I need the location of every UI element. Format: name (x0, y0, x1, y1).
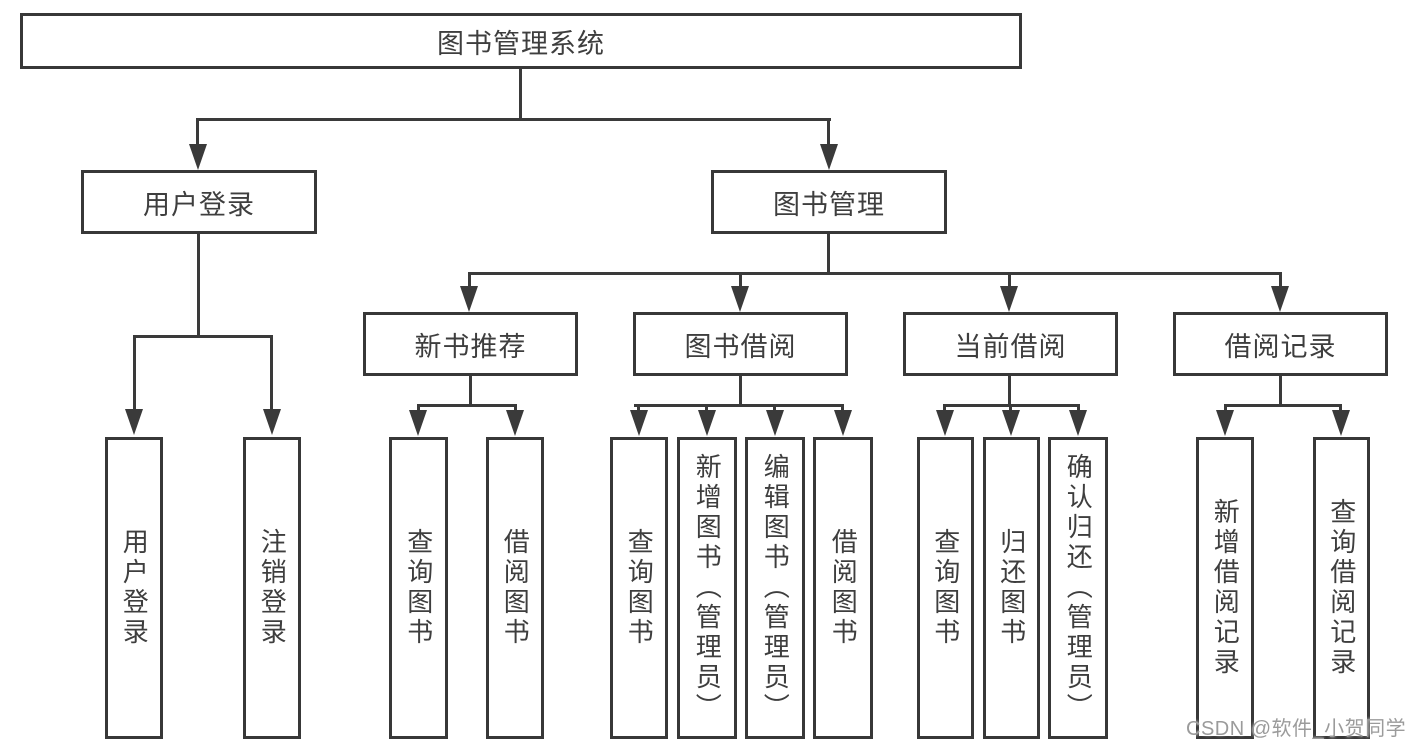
connector-borrow-stem (739, 376, 742, 407)
connector-newbook-drop-1 (417, 404, 420, 412)
arrow-down-icon (409, 410, 427, 436)
arrow-down-icon (506, 410, 524, 436)
arrow-down-icon (460, 286, 478, 312)
leaf-confirm-return-admin: 确认归还（管理员） (1048, 437, 1108, 739)
arrow-down-icon (263, 409, 281, 435)
connector-bookmgmt-drop-4 (1279, 272, 1282, 290)
connector-newbook-drop-2 (514, 404, 517, 412)
node-borrow-record: 借阅记录 (1173, 312, 1388, 376)
connector-bookmgmt-drop-3 (1008, 272, 1011, 290)
connector-userlogin-drop-right (270, 335, 273, 411)
connector-current-stem (1008, 376, 1011, 407)
node-label: 借阅记录 (1224, 331, 1337, 362)
leaf-add-book-admin: 新增图书（管理员） (677, 437, 737, 739)
leaf-borrow-book-borrow: 借阅图书 (813, 437, 873, 739)
leaf-query-book-newrec: 查询图书 (389, 437, 448, 739)
node-label: 新增借阅记录 (1210, 498, 1241, 678)
arrow-down-icon (1069, 410, 1087, 436)
node-label: 用户登录 (119, 528, 150, 648)
node-label: 查询图书 (403, 528, 434, 648)
node-label: 查询图书 (930, 528, 961, 648)
arrow-down-icon (820, 144, 838, 170)
node-label: 借阅图书 (828, 528, 859, 648)
node-label: 借阅图书 (500, 528, 531, 648)
connector-record-drop-1 (1224, 404, 1227, 412)
leaf-return-book: 归还图书 (983, 437, 1040, 739)
node-root: 图书管理系统 (20, 13, 1022, 69)
connector-newbook-rail (417, 404, 517, 407)
node-label: 确认归还（管理员） (1063, 453, 1094, 723)
node-label: 注销登录 (257, 528, 288, 648)
node-label: 图书借阅 (684, 331, 797, 362)
connector-userlogin-stem (197, 234, 200, 337)
connector-borrow-drop-1 (637, 404, 640, 412)
node-book-borrow: 图书借阅 (633, 312, 848, 376)
leaf-user-login: 用户登录 (105, 437, 163, 739)
connector-bookmgmt-drop-1 (468, 272, 471, 290)
connector-root-drop-right (827, 118, 830, 148)
arrow-down-icon (1000, 286, 1018, 312)
arrow-down-icon (1216, 410, 1234, 436)
leaf-borrow-book-newrec: 借阅图书 (486, 437, 544, 739)
node-label: 查询借阅记录 (1326, 498, 1357, 678)
node-book-management: 图书管理 (711, 170, 947, 234)
connector-current-drop-3 (1077, 404, 1080, 412)
arrow-down-icon (125, 409, 143, 435)
node-label: 新书推荐 (414, 331, 527, 362)
connector-record-stem (1279, 376, 1282, 407)
leaf-query-book-current: 查询图书 (917, 437, 974, 739)
connector-root-stem (519, 69, 522, 120)
node-user-login: 用户登录 (81, 170, 317, 234)
connector-borrow-drop-3 (773, 404, 776, 412)
arrow-down-icon (189, 144, 207, 170)
arrow-down-icon (1002, 410, 1020, 436)
connector-record-drop-2 (1339, 404, 1342, 412)
node-label: 归还图书 (996, 528, 1027, 648)
connector-root-drop-left (196, 118, 199, 148)
node-current-borrow: 当前借阅 (903, 312, 1118, 376)
csdn-watermark: CSDN @软件_小贺同学 (1186, 718, 1405, 740)
node-label: 用户登录 (143, 189, 255, 220)
connector-record-rail (1224, 404, 1342, 407)
arrow-down-icon (936, 410, 954, 436)
arrow-down-icon (766, 410, 784, 436)
leaf-add-borrow-record: 新增借阅记录 (1196, 437, 1254, 739)
node-label: 图书管理系统 (437, 28, 605, 59)
connector-bookmgmt-drop-2 (739, 272, 742, 290)
connector-bookmgmt-rail (468, 272, 1282, 275)
arrow-down-icon (834, 410, 852, 436)
leaf-logout: 注销登录 (243, 437, 301, 739)
leaf-query-book-borrow: 查询图书 (610, 437, 668, 739)
connector-newbook-stem (469, 376, 472, 407)
arrow-down-icon (1332, 410, 1350, 436)
arrow-down-icon (698, 410, 716, 436)
leaf-query-borrow-record: 查询借阅记录 (1313, 437, 1370, 739)
node-label: 查询图书 (624, 528, 655, 648)
connector-borrow-drop-2 (705, 404, 708, 412)
node-label: 图书管理 (773, 189, 885, 220)
arrow-down-icon (731, 286, 749, 312)
connector-current-drop-2 (1009, 404, 1012, 412)
node-new-book-recommend: 新书推荐 (363, 312, 578, 376)
node-label: 当前借阅 (954, 331, 1067, 362)
connector-userlogin-drop-left (133, 335, 136, 411)
leaf-edit-book-admin: 编辑图书（管理员） (745, 437, 805, 739)
node-label: 编辑图书（管理员） (760, 453, 791, 723)
connector-userlogin-rail (133, 335, 273, 338)
arrow-down-icon (630, 410, 648, 436)
node-label: 新增图书（管理员） (692, 453, 723, 723)
arrow-down-icon (1271, 286, 1289, 312)
connector-borrow-drop-4 (841, 404, 844, 412)
connector-bookmgmt-stem (827, 234, 830, 275)
connector-root-rail (197, 118, 831, 121)
connector-current-drop-1 (943, 404, 946, 412)
connector-borrow-rail (634, 404, 844, 407)
